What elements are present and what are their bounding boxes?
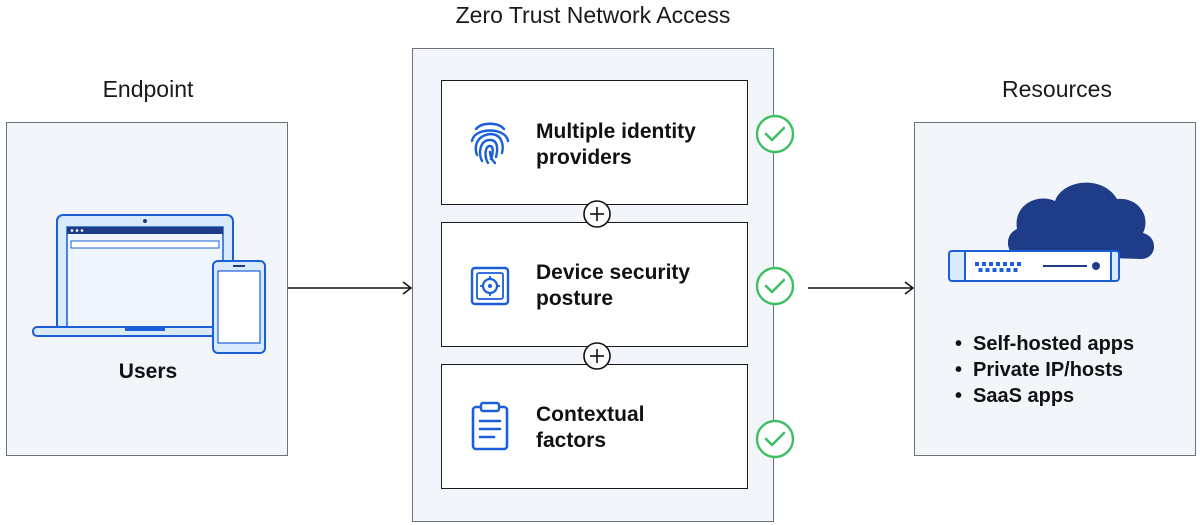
- list-item: Self-hosted apps: [955, 331, 1134, 357]
- card-identity-line1: Multiple identity: [536, 120, 696, 143]
- card-identity-line2: providers: [536, 146, 632, 169]
- list-item: SaaS apps: [955, 383, 1134, 409]
- laptop-phone-icon: [32, 214, 266, 354]
- clipboard-icon: [471, 401, 509, 451]
- resources-panel: Self-hosted apps Private IP/hosts SaaS a…: [914, 122, 1196, 456]
- plus-icon: [583, 200, 611, 228]
- card-contextual-line2: factors: [536, 429, 607, 452]
- card-device-label: Device security posture: [536, 260, 756, 312]
- card-device-line1: Device security: [536, 261, 691, 284]
- card-contextual-label: Contextual factors: [536, 402, 756, 454]
- cloud-server-icon: [948, 182, 1155, 282]
- plus-icon: [583, 342, 611, 370]
- card-contextual-line1: Contextual: [536, 403, 645, 426]
- fingerprint-icon: [470, 122, 510, 165]
- safe-icon: [470, 266, 510, 306]
- check-circle-icon: [755, 114, 795, 154]
- endpoint-title: Endpoint: [102, 76, 194, 102]
- resources-title: Resources: [1002, 76, 1112, 102]
- arrow-ztna-to-resources: [808, 281, 915, 295]
- ztna-title: Zero Trust Network Access: [455, 2, 731, 28]
- endpoint-panel: Users: [6, 122, 288, 456]
- arrow-endpoint-to-ztna: [288, 281, 413, 295]
- check-circle-icon: [755, 419, 795, 459]
- list-item: Private IP/hosts: [955, 357, 1134, 383]
- card-identity-providers: Multiple identity providers: [441, 80, 748, 205]
- card-device-posture: Device security posture: [441, 222, 748, 347]
- users-label: Users: [118, 360, 178, 383]
- card-device-line2: posture: [536, 287, 614, 310]
- card-identity-label: Multiple identity providers: [536, 119, 756, 171]
- card-contextual-factors: Contextual factors: [441, 364, 748, 489]
- check-circle-icon: [755, 266, 795, 306]
- resources-list: Self-hosted apps Private IP/hosts SaaS a…: [955, 331, 1134, 409]
